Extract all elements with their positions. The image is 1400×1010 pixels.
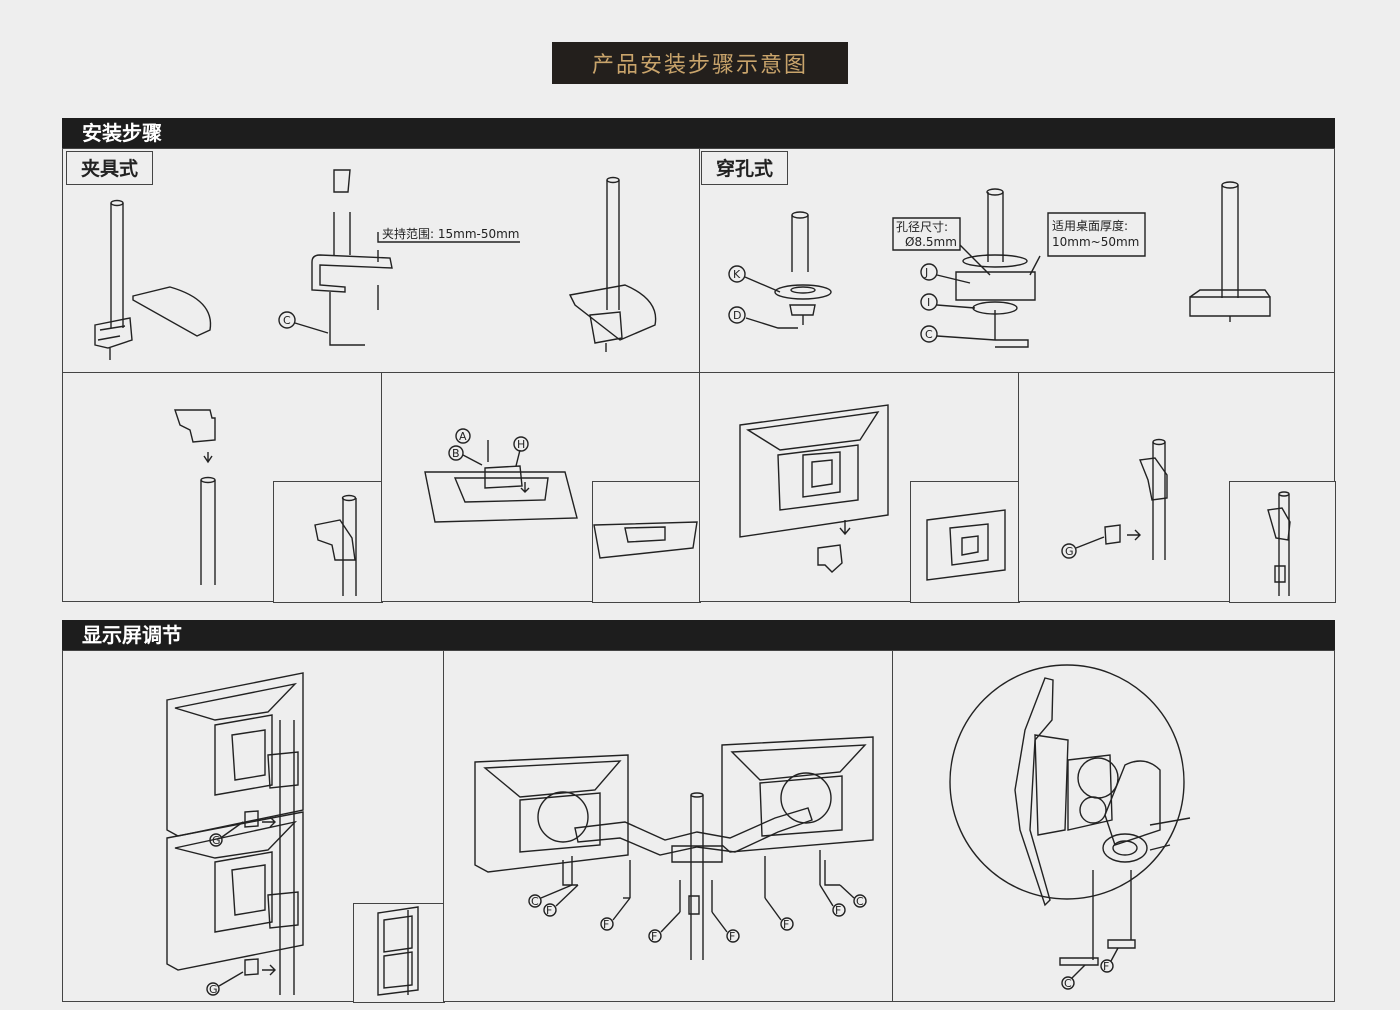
part-h-letter: H bbox=[517, 438, 525, 451]
desk-thickness-title: 适用桌面厚度: bbox=[1052, 218, 1128, 233]
panel-adjust-arms bbox=[443, 650, 893, 1002]
adjust-arms-illustration bbox=[474, 736, 874, 960]
step2-illustration bbox=[424, 440, 698, 559]
part-g-letter-2: G bbox=[212, 834, 221, 847]
panel-step-vesa bbox=[381, 372, 701, 603]
part-k-letter: K bbox=[733, 268, 741, 281]
inset-step-vesa bbox=[592, 481, 701, 603]
panel-step-pole bbox=[62, 372, 383, 603]
desk-half-circle bbox=[132, 286, 212, 337]
part-c-letter: C bbox=[283, 314, 291, 327]
hole-size-title: 孔径尺寸: bbox=[896, 220, 948, 234]
part-f-letter-3: F bbox=[651, 930, 657, 943]
section-header-adjust: 显示屏调节 bbox=[62, 620, 1335, 650]
section-header-install: 安装步骤 bbox=[62, 118, 1335, 148]
inset-step-monitor bbox=[910, 481, 1020, 603]
inset-step-pole bbox=[273, 481, 383, 603]
page-title: 产品安装步骤示意图 bbox=[552, 42, 848, 84]
part-a-letter: A bbox=[459, 430, 467, 443]
clamp-range-label: 夹持范围: 15mm-50mm bbox=[382, 226, 520, 241]
part-i-letter: I bbox=[927, 296, 930, 309]
clamp-pole-illustration bbox=[94, 199, 133, 360]
part-j-letter: J bbox=[924, 266, 928, 279]
adjust-height-illustration bbox=[166, 672, 419, 996]
step1-illustration bbox=[174, 409, 357, 596]
step4-illustration bbox=[1104, 438, 1291, 596]
part-c-marker bbox=[278, 311, 296, 329]
hole-size-value: Ø8.5mm bbox=[905, 235, 957, 249]
part-f-letter: F bbox=[546, 904, 552, 917]
part-f-letter-4: F bbox=[729, 930, 735, 943]
panel-adjust-tilt bbox=[892, 650, 1335, 1002]
grommet-mounted-illustration bbox=[1189, 181, 1271, 322]
part-g-letter-3: G bbox=[209, 983, 218, 996]
part-g-letter: G bbox=[1065, 545, 1074, 558]
grommet-parts-illustration bbox=[745, 211, 832, 329]
grommet-desk-illustration bbox=[892, 188, 1146, 348]
adjust-tilt-illustration bbox=[949, 664, 1191, 966]
method-tag-grommet: 穿孔式 bbox=[701, 151, 789, 185]
part-c-letter-4: C bbox=[856, 895, 864, 908]
part-f-letter-6: F bbox=[835, 904, 841, 917]
part-f-letter-7: F bbox=[1103, 960, 1109, 973]
part-f-letter-5: F bbox=[783, 918, 789, 931]
step3-illustration bbox=[739, 404, 1006, 581]
part-c-letter-3: C bbox=[531, 895, 539, 908]
part-d-letter: D bbox=[733, 309, 741, 322]
part-c-letter-5: C bbox=[1064, 977, 1072, 990]
method-tag-clamp: 夹具式 bbox=[66, 151, 154, 185]
part-b-letter: B bbox=[452, 447, 460, 460]
part-c-letter-2: C bbox=[925, 328, 933, 341]
part-f-letter-2: F bbox=[603, 918, 609, 931]
clamp-detail-illustration bbox=[311, 169, 520, 346]
desk-thickness-value: 10mm~50mm bbox=[1052, 235, 1139, 249]
clamp-mounted-illustration bbox=[568, 176, 657, 352]
